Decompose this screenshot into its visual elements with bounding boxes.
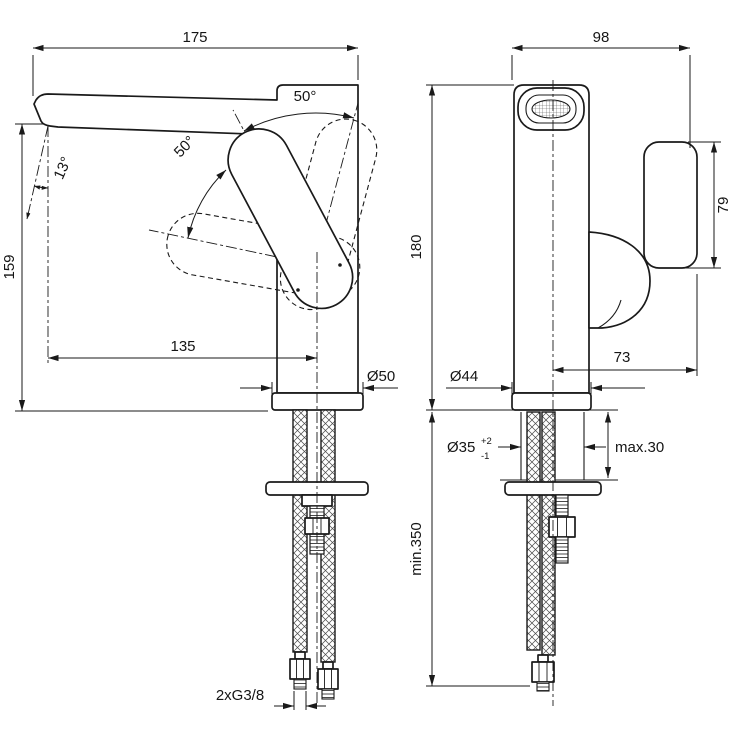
dim-hole-diameter-label: Ø35 [447,439,475,456]
handle-lever [227,128,354,310]
dim-total-width: 175 [32,29,359,96]
dim-spout-reach: 135 [48,338,317,362]
dim-stream-angle-label: 13° [51,154,76,182]
water-stream-line [26,125,49,220]
dim-min-hose-length-label: min.350 [408,522,425,575]
threaded-stud-side [555,494,569,518]
side-view [426,80,698,706]
base-flange [271,392,364,411]
dim-hole-tolerance-minus: -1 [481,451,489,462]
handle-pin-dot [338,263,342,267]
dim-hole-diameter: Ø35 +2 -1 [447,436,606,462]
dim-swing-lower-label: 50° [171,133,199,161]
stud-hex-nut-side [548,516,576,538]
aerator-mesh [531,99,571,119]
dim-total-depth-label: 98 [593,29,610,46]
dim-total-width-label: 175 [182,29,207,46]
hose-fitting [289,651,311,690]
front-view [26,84,378,706]
cartridge-dome [588,231,651,329]
dim-hose-thread-label: 2xG3/8 [216,687,264,704]
swing-arc-lower [187,169,227,239]
dim-max-deck-thickness: max.30 [604,412,664,478]
dim-height-label: 159 [1,254,18,279]
swing-arc-upper [243,112,355,132]
hose-fitting [317,661,339,700]
supply-hose-side [526,411,541,651]
dim-base-diameter-side-label: Ø44 [450,368,478,385]
dome-seam [597,299,622,329]
handle-side [643,141,698,269]
dim-handle-length-label: 79 [715,197,732,214]
dim-hose-thread: 2xG3/8 [216,687,326,710]
dim-body-height: 180 [408,84,514,410]
dim-min-hose-length: min.350 [408,412,530,687]
dim-spout-reach-label: 135 [170,338,195,355]
threaded-stud-side [555,536,569,564]
dim-base-diameter-side: Ø44 [446,368,645,394]
dim-base-diameter-front-label: Ø50 [367,368,395,385]
hose-fitting-side [531,654,555,692]
dim-body-height-label: 180 [408,234,425,259]
dim-total-depth: 98 [511,29,691,148]
dim-hole-tolerance-plus: +2 [481,436,492,447]
base-flange-side [511,392,592,411]
dim-base-diameter-front: Ø50 [240,368,398,394]
side-body-outline [513,84,590,394]
stream-angle-arc [33,185,49,190]
dim-swing-upper-label: 50° [294,88,317,105]
dim-handle-length: 79 [686,141,732,269]
dim-height: 159 [1,123,268,412]
dim-handle-depth: 73 [553,274,698,376]
dim-max-deck-thickness-label: max.30 [615,439,664,456]
handle-pin-dot [296,288,300,292]
dim-handle-depth-label: 73 [614,349,631,366]
